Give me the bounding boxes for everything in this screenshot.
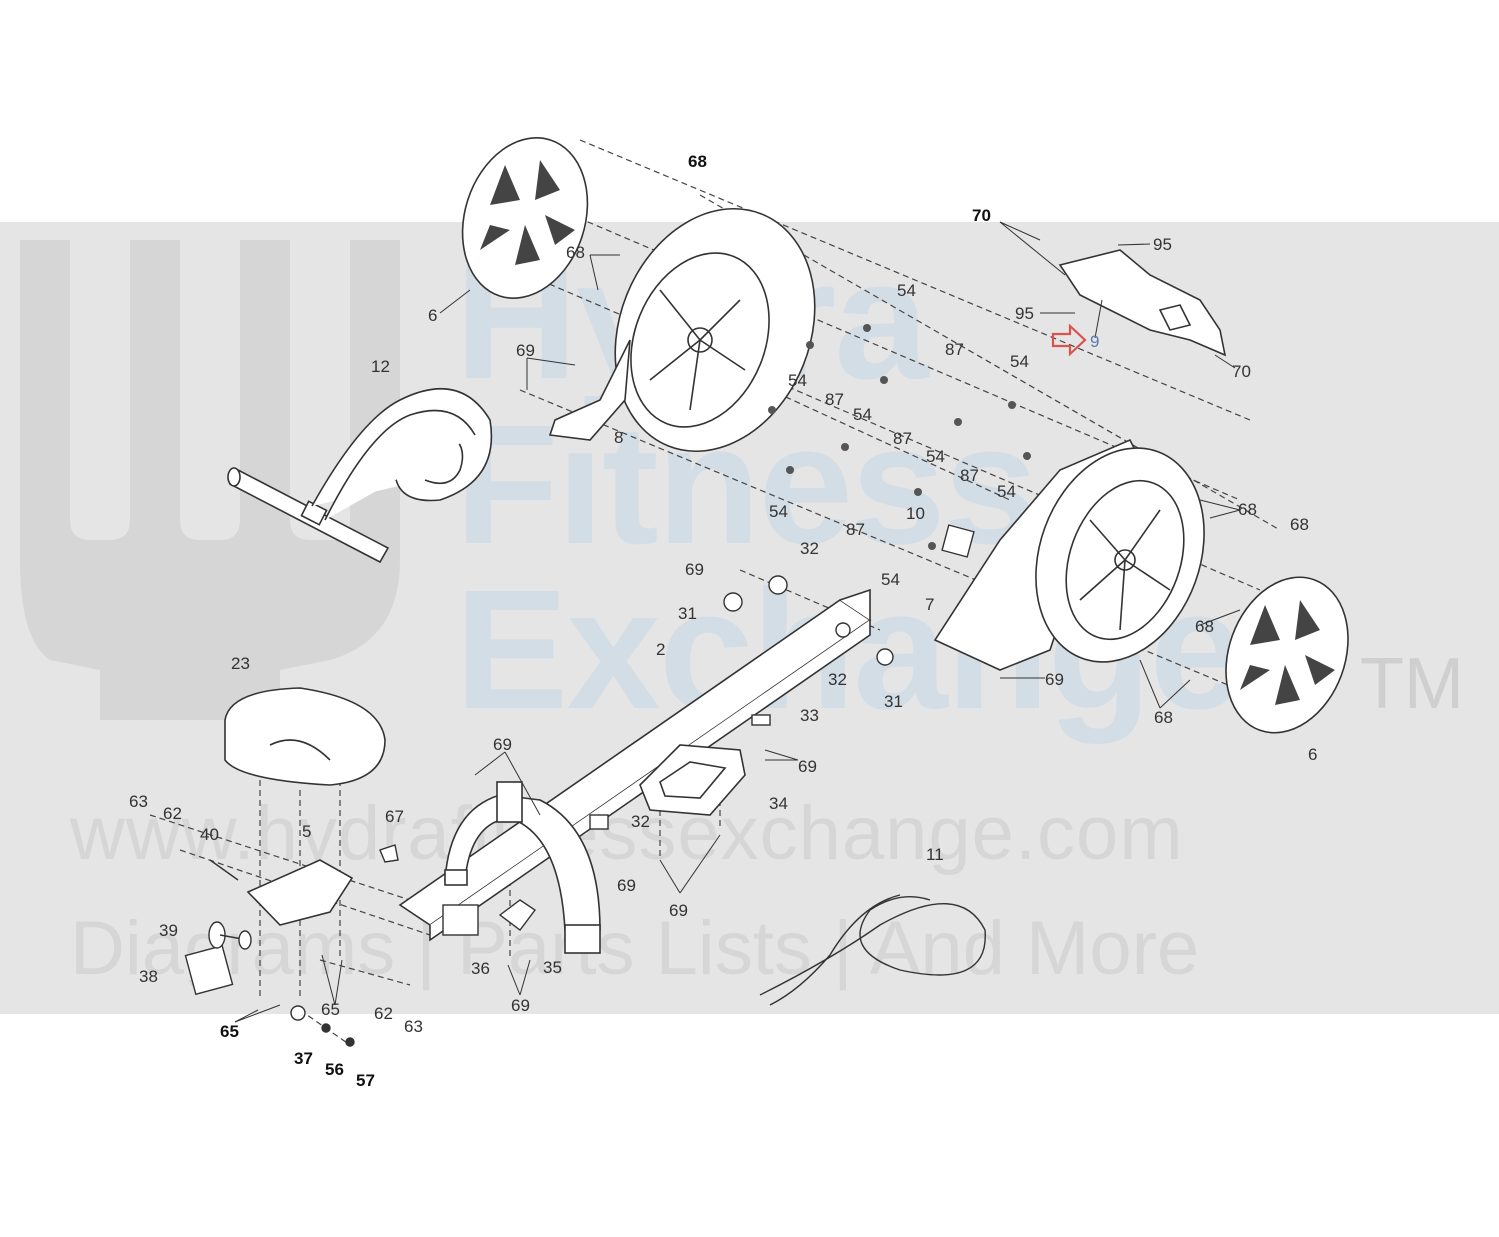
callout-label: 54 — [1010, 352, 1029, 371]
callout-label: 69 — [1045, 670, 1064, 689]
callout-label: 54 — [926, 447, 945, 466]
callout-label: 10 — [906, 504, 925, 523]
callout-label: 87 — [960, 466, 979, 485]
callout-label: 65 — [321, 1000, 340, 1019]
handle-and-strap — [227, 387, 493, 564]
washers-and-screws — [768, 324, 1031, 550]
callout-label: 5 — [302, 822, 311, 841]
right-fan-housing — [933, 438, 1205, 671]
callout-label: 37 — [294, 1049, 313, 1068]
callout-label: 36 — [471, 959, 490, 978]
callout-label: 69 — [516, 341, 535, 360]
callout-label: 62 — [374, 1004, 393, 1023]
callout-label: 35 — [543, 958, 562, 977]
callout-label: 70 — [1232, 362, 1251, 381]
left-flywheel-cover — [461, 137, 589, 299]
watermark-url: www.hydrafitnessexchange.com — [70, 791, 1184, 876]
callout-labels: 68 70 95 68 54 95 9 6 87 54 70 69 12 54 … — [129, 152, 1317, 1090]
top-bracket — [1058, 249, 1227, 357]
right-arrow-outline-icon — [1051, 323, 1087, 357]
watermark-trademark: TM — [1360, 644, 1464, 724]
callout-label: 68 — [688, 152, 707, 171]
callout-label: 56 — [325, 1060, 344, 1079]
callout-label: 70 — [972, 206, 991, 225]
callout-label: 54 — [788, 371, 807, 390]
callout-label: 87 — [893, 429, 912, 448]
callout-label: 32 — [828, 670, 847, 689]
callout-label: 54 — [769, 502, 788, 521]
callout-label: 63 — [404, 1017, 423, 1036]
callout-label: 68 — [566, 243, 585, 262]
callout-label: 62 — [163, 804, 182, 823]
callout-label: 32 — [631, 812, 650, 831]
callout-label: 67 — [385, 807, 404, 826]
callout-label: 54 — [897, 281, 916, 300]
callout-label: 34 — [769, 794, 788, 813]
callout-label: 23 — [231, 654, 250, 673]
callout-label: 68 — [1238, 500, 1257, 519]
callout-label: 68 — [1290, 515, 1309, 534]
callout-label: 40 — [200, 825, 219, 844]
callout-label: 87 — [945, 340, 964, 359]
callout-label: 31 — [678, 604, 697, 623]
small-parts — [184, 524, 975, 1047]
callout-label: 6 — [428, 306, 437, 325]
callout-label: 68 — [1195, 617, 1214, 636]
callout-label: 6 — [1308, 745, 1317, 764]
watermark-tagline: Diagrams | Parts Lists | And More — [70, 906, 1200, 991]
callout-label: 2 — [656, 640, 665, 659]
seat-carriage — [246, 859, 354, 926]
leader-lines — [234, 221, 1241, 1023]
right-flywheel-cover — [1225, 576, 1349, 734]
callout-label: 54 — [881, 570, 900, 589]
callout-label: 54 — [853, 405, 872, 424]
callout-label: 87 — [825, 390, 844, 409]
left-fan-housing — [548, 207, 816, 453]
cable — [759, 894, 986, 1006]
highlighted-part-label: 9 — [1090, 332, 1099, 351]
callout-label: 68 — [1154, 708, 1173, 727]
callout-label: 31 — [884, 692, 903, 711]
callout-label: 69 — [493, 735, 512, 754]
callout-label: 8 — [614, 428, 623, 447]
callout-label: 95 — [1153, 235, 1172, 254]
callout-label: 38 — [139, 967, 158, 986]
callout-label: 69 — [669, 901, 688, 920]
callout-label: 69 — [617, 876, 636, 895]
callout-label: 69 — [511, 996, 530, 1015]
callout-label: 7 — [925, 595, 934, 614]
footrest — [639, 744, 746, 816]
callout-label: 54 — [997, 482, 1016, 501]
callout-label: 87 — [846, 520, 865, 539]
seat — [224, 687, 386, 786]
callout-label: 95 — [1015, 304, 1034, 323]
callout-label: 69 — [798, 757, 817, 776]
callout-label: 39 — [159, 921, 178, 940]
callout-label: 65 — [220, 1022, 239, 1041]
callout-label: 33 — [800, 706, 819, 725]
callout-label: 57 — [356, 1071, 375, 1090]
callout-label: 11 — [926, 845, 944, 864]
callout-label: 12 — [371, 357, 390, 376]
front-stabilizer — [444, 781, 601, 954]
callout-label: 69 — [685, 560, 704, 579]
callout-label: 32 — [800, 539, 819, 558]
callout-label: 63 — [129, 792, 148, 811]
